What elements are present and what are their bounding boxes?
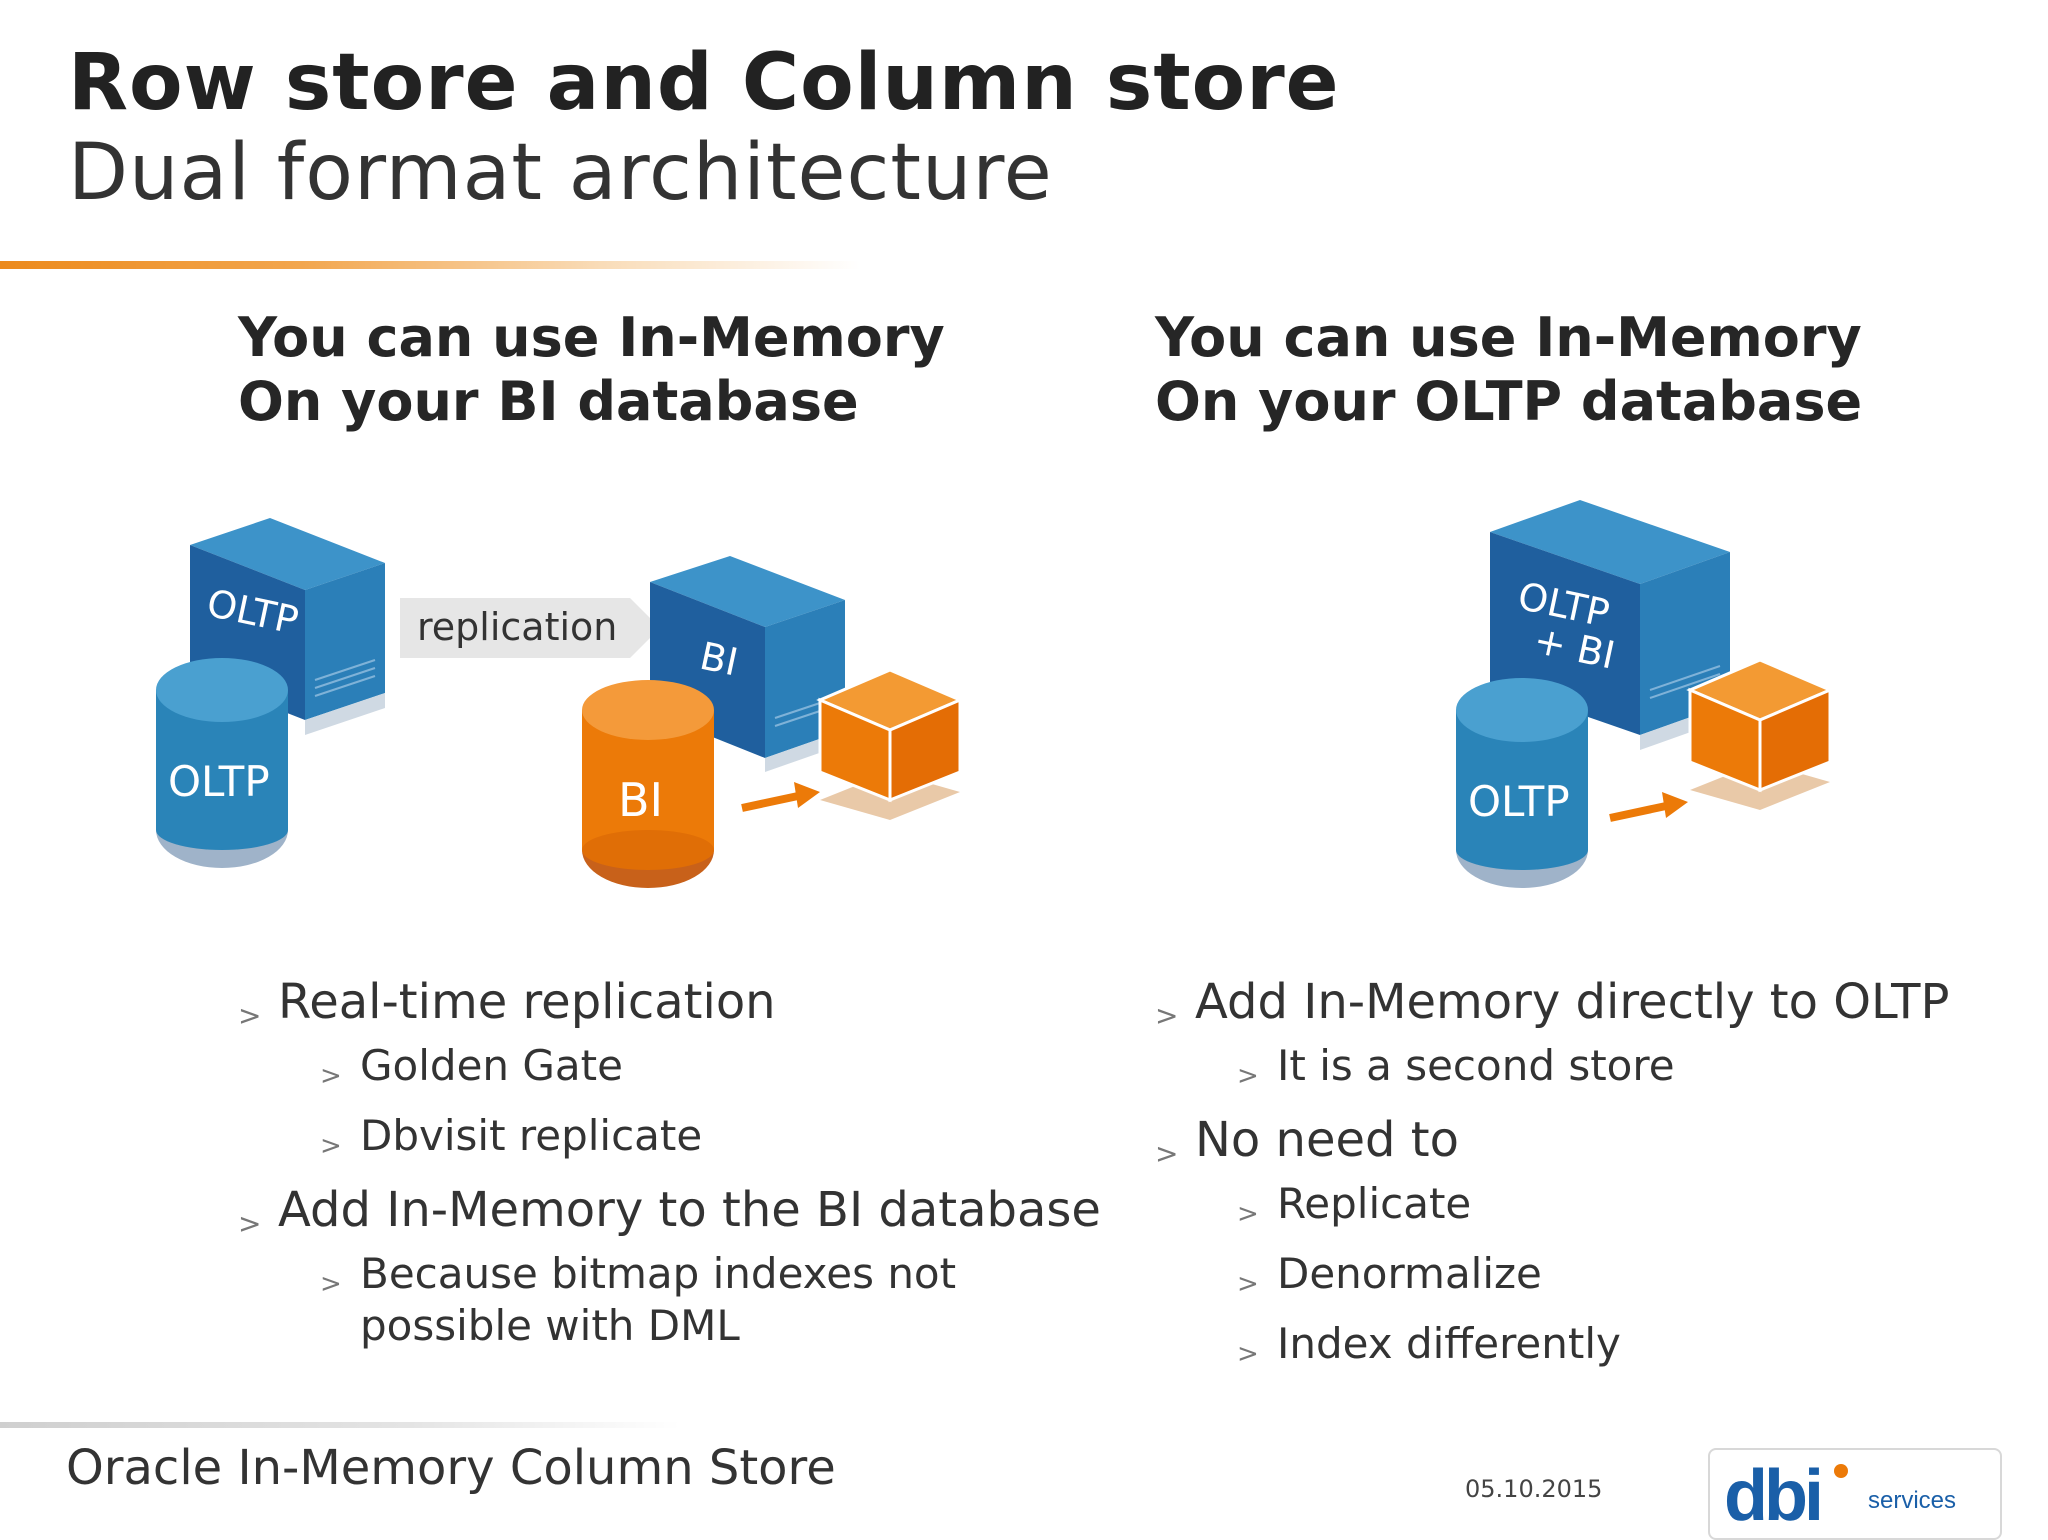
chevron-right-icon: >	[320, 1061, 342, 1091]
list-item: >It is a second store	[1155, 1040, 1949, 1092]
list-item: >Add In-Memory directly to OLTP	[1155, 970, 1949, 1034]
chevron-right-icon: >	[238, 1207, 262, 1240]
oltp-database-label-right: OLTP	[1468, 777, 1570, 826]
footer-date: 05.10.2015	[1465, 1475, 1603, 1503]
list-item: >Because bitmap indexes not possible wit…	[320, 1249, 957, 1350]
oltp-database-label: OLTP	[168, 757, 270, 806]
chevron-right-icon: >	[320, 1131, 342, 1161]
chevron-right-icon: >	[320, 1269, 342, 1299]
chevron-right-icon: >	[1237, 1061, 1259, 1091]
list-item: >Replicate	[1155, 1178, 1949, 1230]
list-item: >Denormalize	[1155, 1248, 1949, 1300]
right-heading-line1: You can use In-Memory	[1155, 306, 1862, 369]
title-divider	[0, 261, 860, 269]
oltp-inmemory-diagram: OLTP + BI OLTP	[1456, 500, 1834, 888]
inmemory-cube-left	[816, 668, 964, 820]
oltp-database-icon: OLTP	[156, 658, 288, 868]
footer-divider	[0, 1422, 680, 1428]
company-logo: dbi services	[1708, 1448, 2002, 1540]
chevron-right-icon: >	[1237, 1199, 1259, 1229]
oltp-database-icon-right: OLTP	[1456, 678, 1588, 888]
chevron-right-icon: >	[1237, 1339, 1259, 1369]
bi-replication-diagram: OLTP OLTP replication BI BI	[156, 518, 964, 888]
chevron-right-icon: >	[1155, 999, 1179, 1032]
logo-text: dbi	[1724, 1456, 1820, 1536]
list-item: >Add In-Memory to the BI database	[238, 1178, 1101, 1242]
left-heading-line1: You can use In-Memory	[238, 306, 945, 369]
logo-subtext: services	[1868, 1487, 1956, 1514]
left-heading: You can use In-Memory On your BI databas…	[238, 306, 945, 434]
list-item: >Index differently	[1155, 1318, 1949, 1370]
bi-server-label: BI	[696, 634, 742, 685]
chevron-right-icon: >	[1237, 1269, 1259, 1299]
inmemory-arrow-left	[741, 782, 820, 812]
dbi-logo-icon: dbi services	[1724, 1456, 1956, 1536]
chevron-right-icon: >	[1155, 1137, 1179, 1170]
slide-subtitle: Dual format architecture	[68, 128, 1053, 218]
replication-arrow: replication	[400, 598, 660, 658]
replication-label: replication	[417, 605, 617, 649]
footer-title: Oracle In-Memory Column Store	[66, 1440, 836, 1496]
list-item: >Real-time replication	[238, 970, 1101, 1034]
right-heading-line2: On your OLTP database	[1155, 370, 1863, 433]
list-item: >No need to	[1155, 1108, 1949, 1172]
right-heading: You can use In-Memory On your OLTP datab…	[1155, 306, 1862, 434]
inmemory-cube-right	[1686, 658, 1834, 810]
list-item: >Dbvisit replicate	[238, 1110, 1101, 1162]
slide-title: Row store and Column store	[68, 38, 1340, 128]
right-bullet-list: >Add In-Memory directly to OLTP >It is a…	[1155, 970, 1949, 1370]
left-heading-line2: On your BI database	[238, 370, 859, 433]
chevron-right-icon: >	[238, 999, 262, 1032]
logo-dot	[1834, 1464, 1848, 1478]
inmemory-arrow-right	[1609, 792, 1688, 822]
list-item: >Golden Gate	[238, 1040, 1101, 1092]
bi-database-label: BI	[618, 773, 663, 827]
bi-database-icon: BI	[582, 680, 714, 888]
left-bullet-list: >Real-time replication >Golden Gate >Dbv…	[238, 970, 1101, 1352]
